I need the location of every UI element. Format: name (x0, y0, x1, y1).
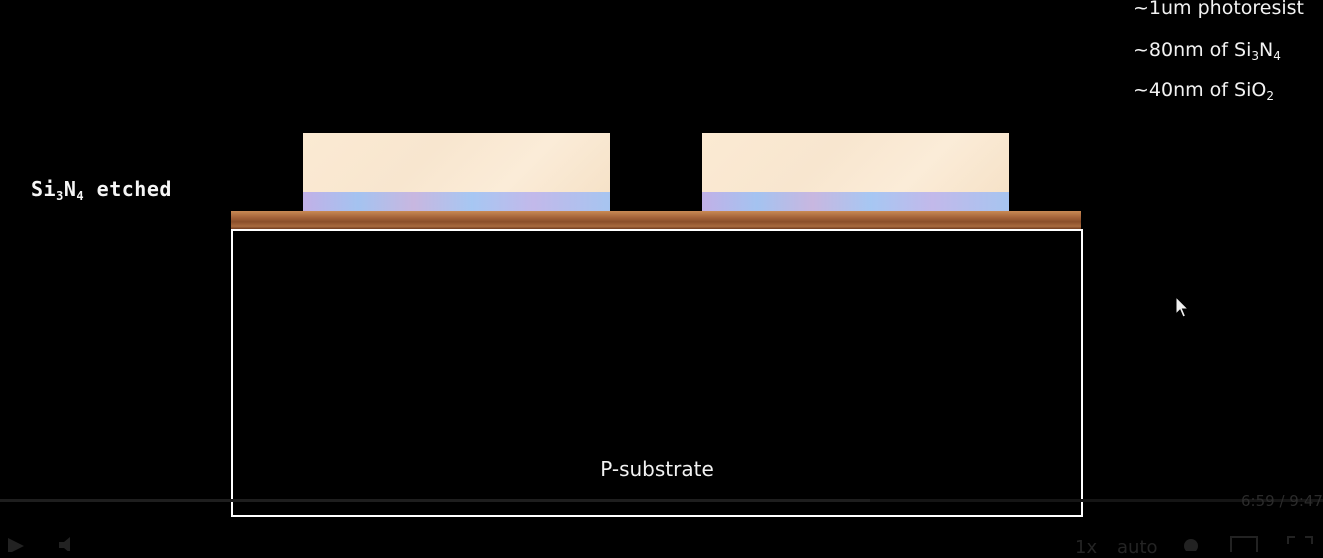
legend-photoresist: ~1um photoresist (1133, 0, 1305, 19)
photoresist-block-right (702, 133, 1009, 192)
quality-selector[interactable]: auto (1117, 537, 1158, 558)
nitride-block-right (702, 192, 1009, 211)
legend-oxide: ~40nm of SiO2 (1133, 79, 1274, 103)
play-icon[interactable] (6, 538, 26, 552)
nitride-block-left (303, 192, 610, 211)
photoresist-block-left (303, 133, 610, 192)
fullscreen-icon[interactable] (1287, 536, 1313, 552)
oxide-layer (231, 211, 1081, 229)
legend-nitride: ~80nm of Si3N4 (1133, 39, 1281, 63)
gear-icon[interactable] (1180, 535, 1202, 551)
substrate-label: P-substrate (600, 457, 714, 481)
video-progress-fill (0, 499, 870, 502)
mouse-cursor-icon (1175, 296, 1189, 318)
playback-speed[interactable]: 1x (1075, 537, 1098, 558)
step-label: Si3N4 etched (31, 177, 172, 203)
video-time: 6:59 / 9:47 (1241, 492, 1323, 510)
p-substrate-box: P-substrate (231, 229, 1083, 517)
volume-icon[interactable] (58, 537, 82, 551)
theater-mode-icon[interactable] (1230, 536, 1258, 552)
